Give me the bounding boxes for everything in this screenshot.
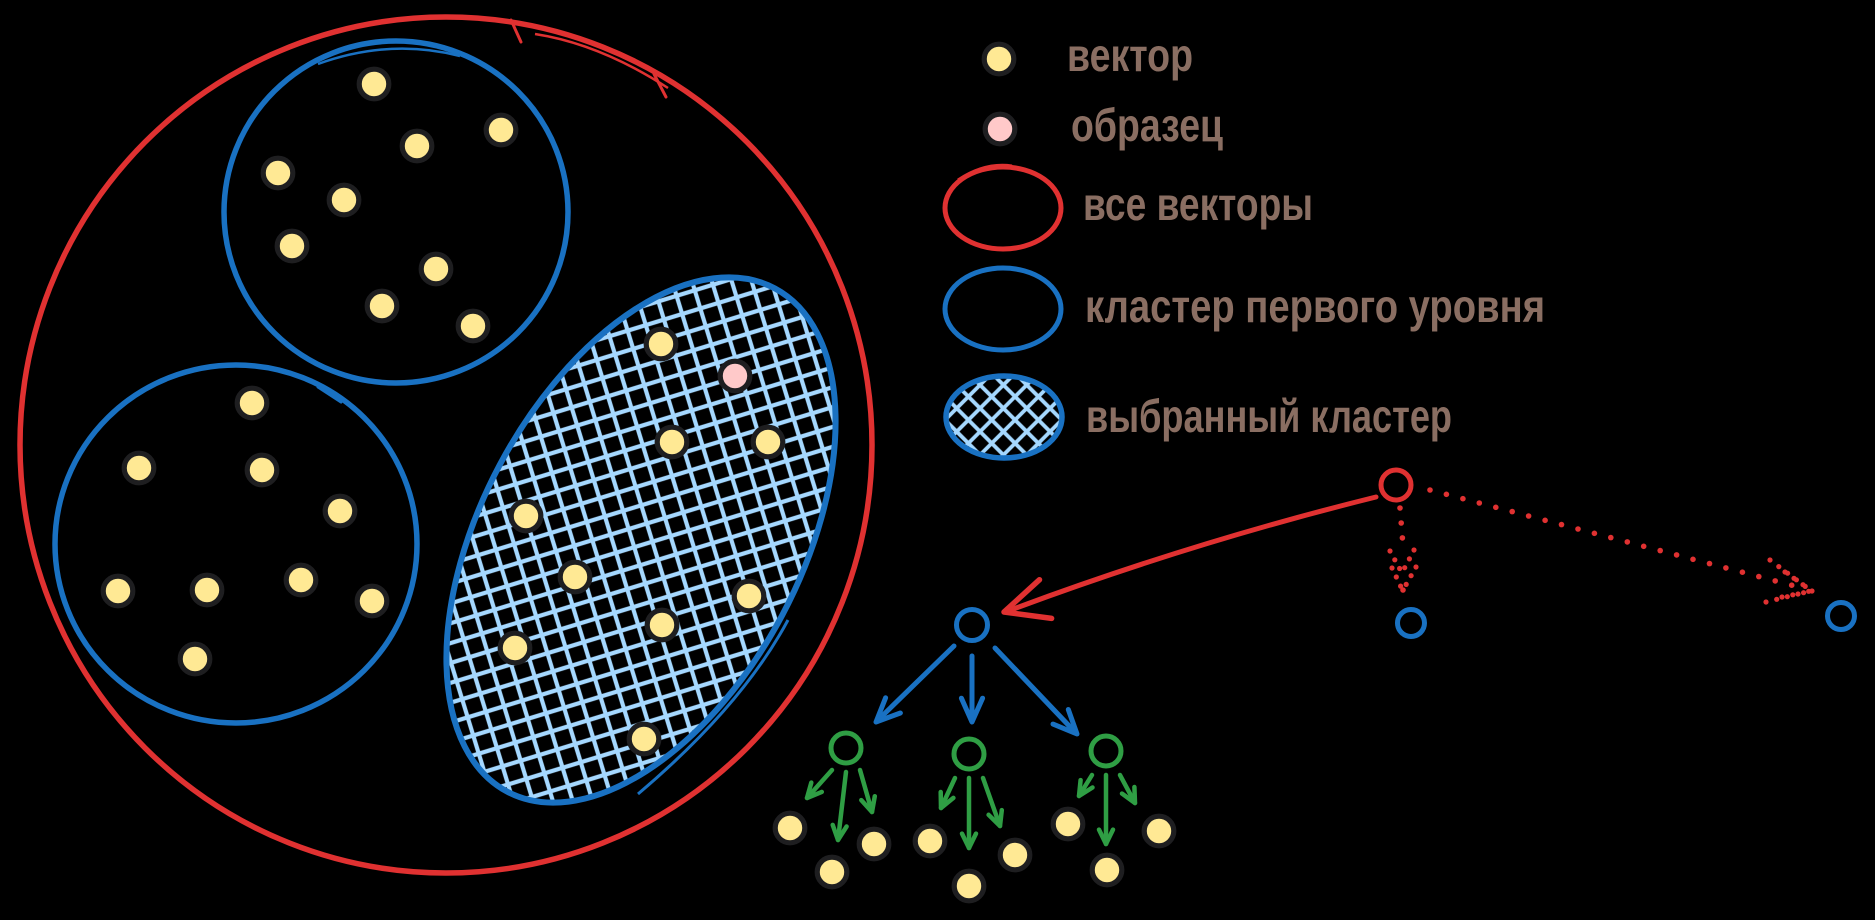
svg-text:выбранный кластер: выбранный кластер (1086, 390, 1452, 442)
svg-text:все векторы: все векторы (1083, 178, 1313, 230)
svg-text:кластер первого уровня: кластер первого уровня (1085, 280, 1545, 332)
svg-text:образец: образец (1071, 99, 1223, 151)
svg-text:вектор: вектор (1067, 29, 1193, 81)
